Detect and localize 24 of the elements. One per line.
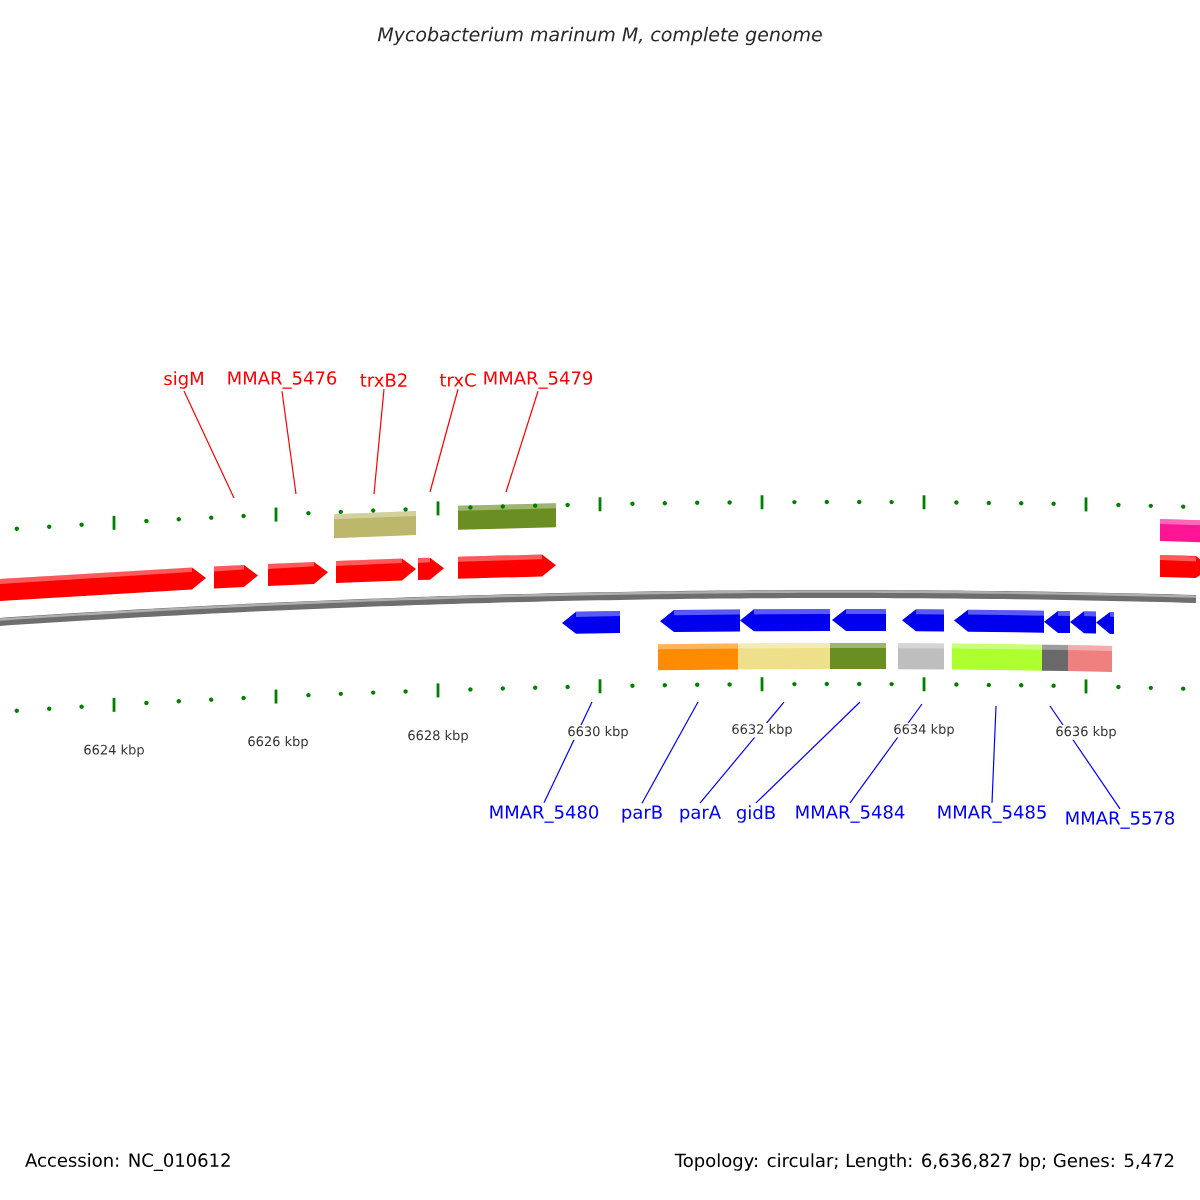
gene-label: trxC (439, 373, 476, 387)
leader-line (543, 701, 593, 804)
gene-label: MMAR_5480 (490, 805, 599, 823)
title: Mycobacterium marinum M, complete genome (377, 26, 822, 46)
leader-line (429, 388, 459, 493)
gene-label: MMAR_5484 (796, 805, 905, 823)
leader-line (505, 390, 539, 493)
leader-line (641, 701, 699, 804)
leader-line (183, 390, 235, 499)
footer-text: Topology: circular; Length: 6,636,827 bp; Genes: 5,472 (674, 1153, 1174, 1171)
gene-label: sigM (164, 371, 203, 389)
gene-label: parA (680, 805, 721, 823)
gene-label: parB (622, 805, 662, 823)
gene-label: gidB (736, 805, 775, 823)
gene-label: trxB2 (360, 373, 407, 387)
leader-line (281, 390, 297, 495)
leader-line (755, 701, 861, 804)
gene-label: MMAR_5578 (1066, 811, 1175, 829)
gene-label: MMAR_5476 (228, 371, 337, 389)
gene-label: MMAR_5485 (938, 805, 1046, 823)
footer-text: Accession: NC_010612 (25, 1153, 230, 1171)
leader-line (991, 705, 997, 804)
gene-label: MMAR_5479 (484, 371, 593, 389)
leader-line (373, 388, 385, 495)
